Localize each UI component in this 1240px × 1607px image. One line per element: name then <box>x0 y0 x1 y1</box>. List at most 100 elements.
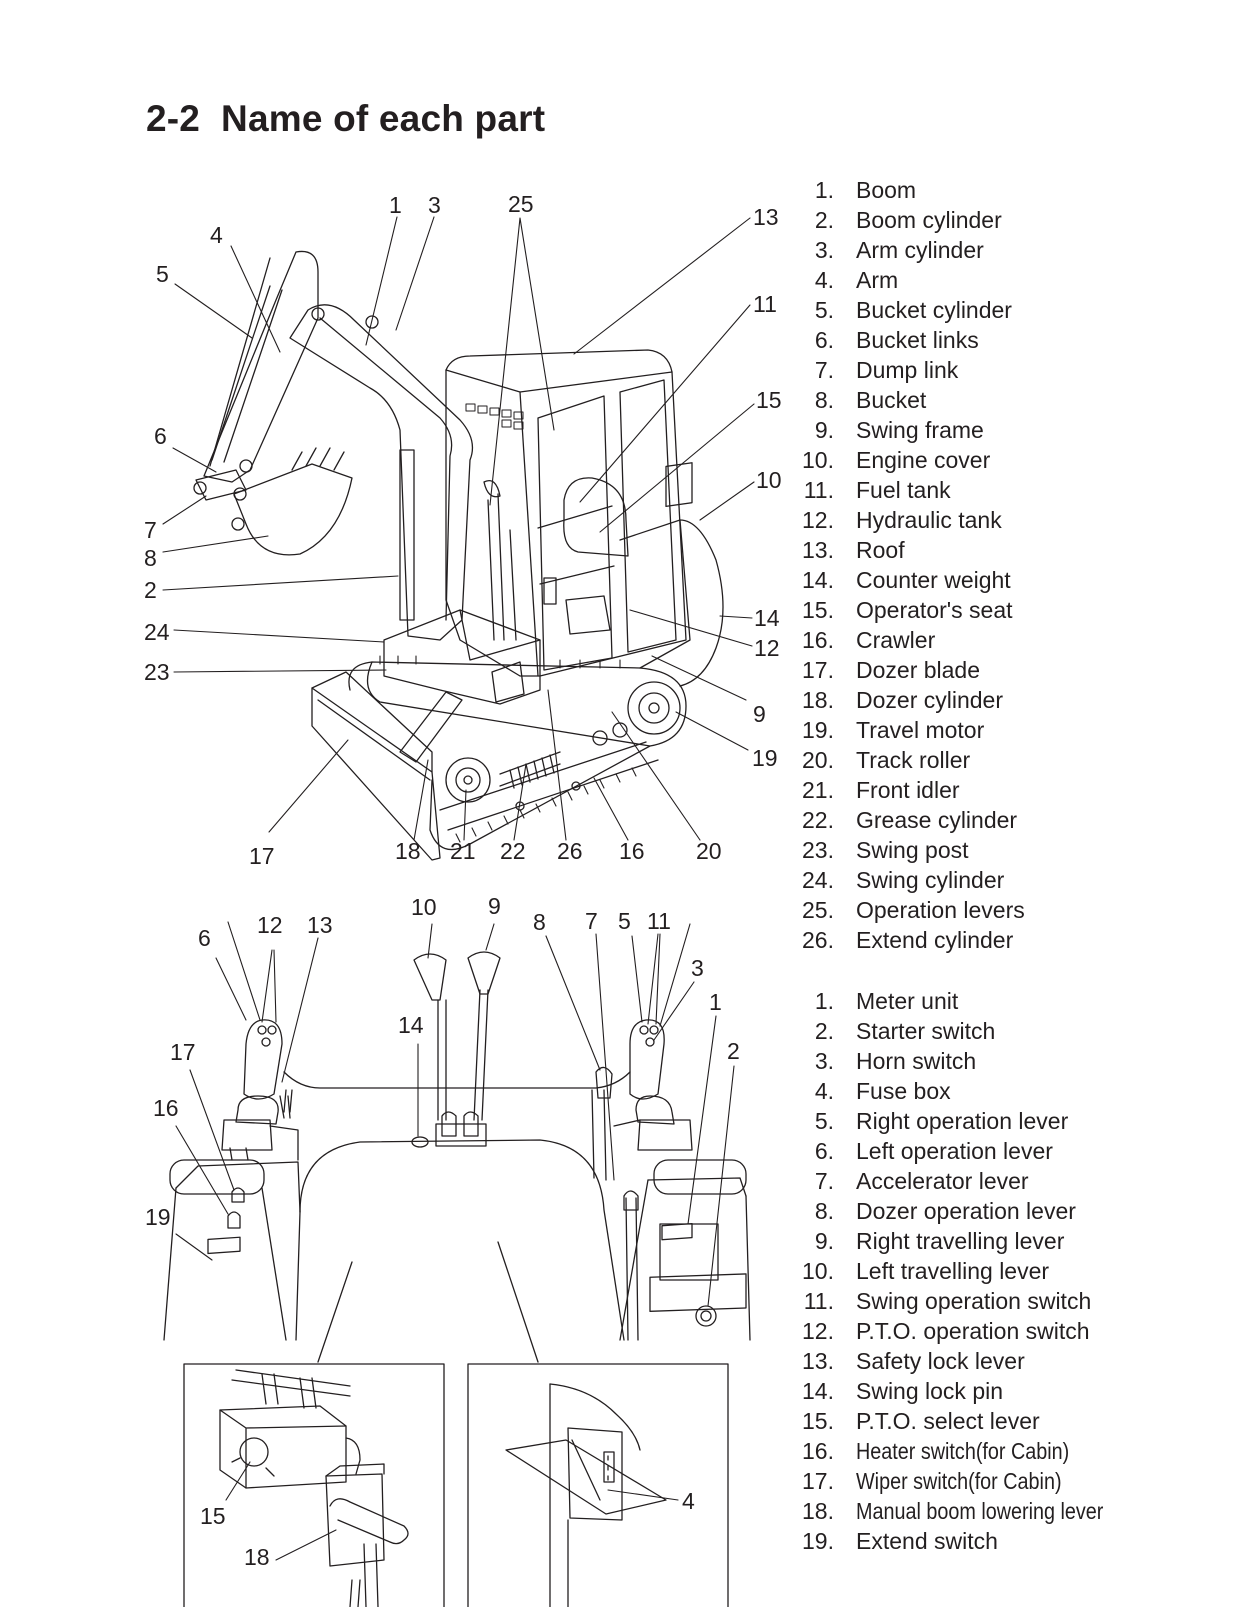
list-item: 5.Right operation lever <box>814 1108 1069 1134</box>
list-item: 18.Dozer cylinder <box>802 687 1003 713</box>
callout: 12 <box>257 912 283 938</box>
callout: 25 <box>508 191 534 217</box>
callout: 11 <box>647 908 671 934</box>
list-item: 5.Bucket cylinder <box>814 297 1012 323</box>
list-item: 19.Travel motor <box>802 717 985 743</box>
callout: 2 <box>727 1038 740 1064</box>
list-item: 8.Dozer operation lever <box>814 1198 1076 1224</box>
excavator-callouts: 1 3 25 13 4 5 11 15 6 10 7 8 2 14 24 12 … <box>144 191 782 869</box>
callout: 14 <box>398 1012 424 1038</box>
excavator-illustration <box>193 250 724 861</box>
list-item: 26.Extend cylinder <box>802 927 1014 953</box>
list-item: 15.P.T.O. select lever <box>802 1408 1040 1434</box>
list-item: 16.Heater switch(for Cabin) <box>802 1438 1070 1464</box>
callout: 4 <box>682 1488 695 1514</box>
list-item: 20.Track roller <box>802 747 971 773</box>
callout: 10 <box>411 894 437 920</box>
parts-list-excavator: 1.Boom 2.Boom cylinder 3.Arm cylinder 4.… <box>800 175 1025 955</box>
callout: 5 <box>156 261 169 287</box>
callout: 1 <box>389 192 402 218</box>
list-item: 17.Dozer blade <box>802 657 981 683</box>
list-item: 13.Roof <box>802 537 905 563</box>
callout: 9 <box>753 701 766 727</box>
list-item: 10.Left travelling lever <box>802 1258 1050 1284</box>
callout: 18 <box>395 838 421 864</box>
list-item: 25.Operation levers <box>802 897 1025 923</box>
list-item: 8.Bucket <box>814 387 927 413</box>
list-item: 9.Swing frame <box>814 417 984 443</box>
callout: 23 <box>144 659 170 685</box>
list-item: 17.Wiper switch(for Cabin) <box>802 1468 1062 1494</box>
list-item: 7.Accelerator lever <box>814 1168 1029 1194</box>
callout: 20 <box>696 838 722 864</box>
callout: 1 <box>709 989 722 1015</box>
callout: 15 <box>756 387 782 413</box>
inset-fuse-box <box>467 1363 729 1607</box>
list-item: 14.Swing lock pin <box>802 1378 1004 1404</box>
callout: 26 <box>557 838 583 864</box>
list-item: 22.Grease cylinder <box>802 807 1018 833</box>
callout: 17 <box>249 843 275 869</box>
callout: 21 <box>450 838 476 864</box>
callout: 19 <box>752 745 778 771</box>
list-item: 7.Dump link <box>814 357 959 383</box>
section-title: Name of each part <box>221 98 546 139</box>
callout: 3 <box>691 955 704 981</box>
callout: 9 <box>488 893 501 919</box>
cab-leader-lines <box>175 921 735 1307</box>
callout: 17 <box>170 1039 196 1065</box>
callout: 16 <box>619 838 645 864</box>
section-number: 2-2 <box>146 98 201 139</box>
list-item: 9.Right travelling lever <box>814 1228 1065 1254</box>
callout: 2 <box>144 577 157 603</box>
list-item: 24.Swing cylinder <box>802 867 1005 893</box>
list-item: 21.Front idler <box>802 777 960 803</box>
list-item: 1.Meter unit <box>814 988 959 1014</box>
callout: 16 <box>153 1095 179 1121</box>
callout: 6 <box>198 925 211 951</box>
callout: 12 <box>754 635 780 661</box>
list-item: 18.Manual boom lowering lever <box>802 1498 1104 1524</box>
list-item: 15.Operator's seat <box>802 597 1013 623</box>
list-item: 16.Crawler <box>802 627 936 653</box>
list-item: 1.Boom <box>814 177 917 203</box>
cab-callouts: 10 9 8 7 5 11 6 12 13 3 1 14 17 2 16 19 … <box>145 893 740 1570</box>
callout: 19 <box>145 1204 171 1230</box>
list-item: 11.Swing operation switch <box>803 1288 1092 1314</box>
list-item: 3.Horn switch <box>814 1048 977 1074</box>
list-item: 23.Swing post <box>802 837 969 863</box>
callout: 24 <box>144 619 170 645</box>
list-item: 12.Hydraulic tank <box>802 507 1002 533</box>
inset-pto-select <box>183 1363 445 1607</box>
cab-interior-illustration <box>163 951 751 1363</box>
callout: 15 <box>200 1503 226 1529</box>
list-item: 13.Safety lock lever <box>802 1348 1025 1374</box>
callout: 10 <box>756 467 782 493</box>
excavator-leader-lines <box>162 216 755 841</box>
inset-leader-lines <box>225 1461 679 1561</box>
list-item: 2.Boom cylinder <box>814 207 1002 233</box>
callout: 8 <box>533 909 546 935</box>
callout: 7 <box>585 908 598 934</box>
callout: 13 <box>307 912 333 938</box>
callout: 6 <box>154 423 167 449</box>
callout: 22 <box>500 838 526 864</box>
list-item: 10.Engine cover <box>802 447 991 473</box>
parts-list-cab: 1.Meter unit 2.Starter switch 3.Horn swi… <box>800 986 1144 1556</box>
list-item: 3.Arm cylinder <box>814 237 984 263</box>
callout: 13 <box>753 204 779 230</box>
callout: 14 <box>754 605 780 631</box>
callout: 4 <box>210 222 223 248</box>
callout: 8 <box>144 545 157 571</box>
callout: 7 <box>144 517 157 543</box>
list-item: 6.Bucket links <box>814 327 979 353</box>
callout: 11 <box>753 291 777 317</box>
callout: 5 <box>618 908 631 934</box>
list-item: 4.Arm <box>814 267 899 293</box>
page-title: 2-2 Name of each part <box>146 98 545 140</box>
list-item: 12.P.T.O. operation switch <box>802 1318 1090 1344</box>
callout: 18 <box>244 1544 270 1570</box>
callout: 3 <box>428 192 441 218</box>
list-item: 19.Extend switch <box>802 1528 998 1554</box>
